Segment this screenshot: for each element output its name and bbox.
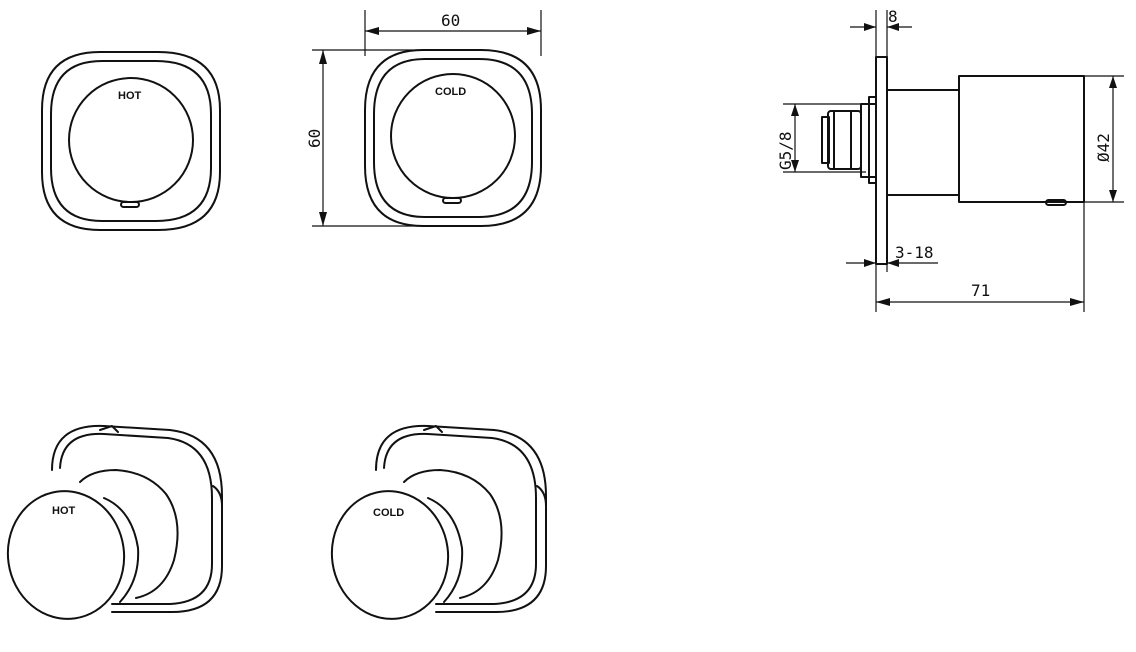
dim-adjust: 3-18 xyxy=(895,243,934,262)
dim-depth: 71 xyxy=(971,281,990,300)
indicator-dot xyxy=(442,197,462,204)
hot-iso-view: HOT xyxy=(6,424,223,620)
dim-diameter: Ø42 xyxy=(1094,133,1113,162)
cold-iso-label: COLD xyxy=(373,507,404,519)
cold-iso-view: COLD xyxy=(330,424,547,620)
hot-front-view: HOT xyxy=(41,51,221,231)
hot-label: HOT xyxy=(118,90,142,102)
hot-iso-label: HOT xyxy=(52,505,76,517)
cold-front-view: COLD 60 60 xyxy=(305,10,542,227)
indicator-dot xyxy=(120,201,140,208)
dim-width: 60 xyxy=(441,11,460,30)
cold-label: COLD xyxy=(435,86,466,98)
dim-height: 60 xyxy=(305,129,324,148)
dim-flange: 8 xyxy=(888,7,898,26)
dim-thread: G5/8 xyxy=(776,131,795,170)
side-view: 8 G5/8 Ø42 3-18 71 xyxy=(776,7,1124,312)
